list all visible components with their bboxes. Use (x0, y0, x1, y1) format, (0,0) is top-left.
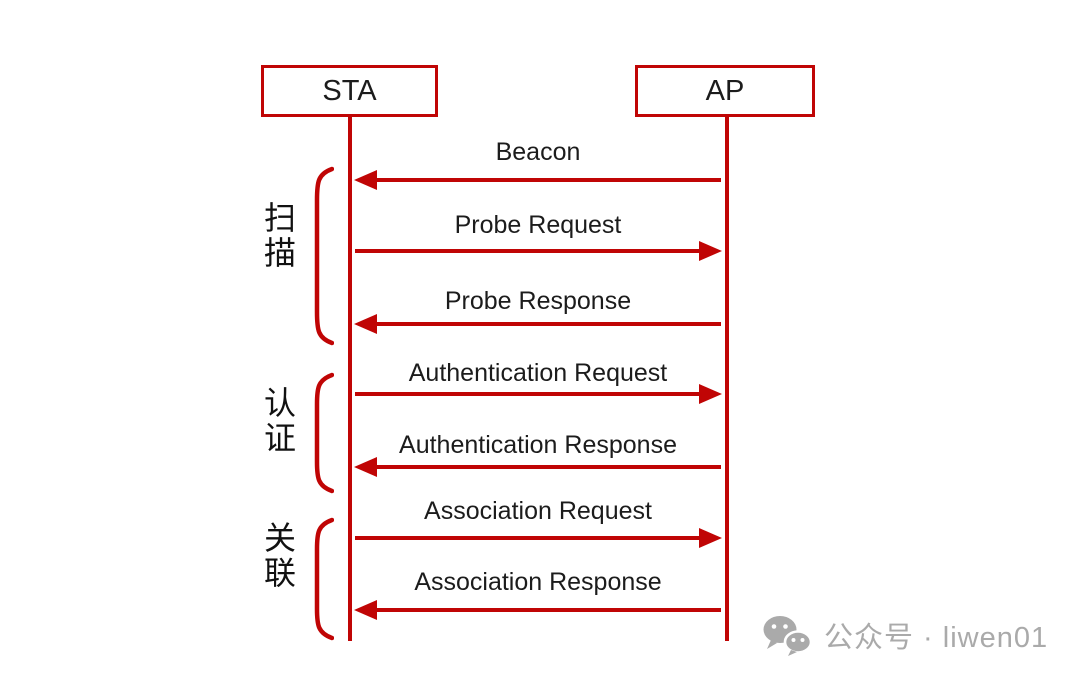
arrow-beacon (354, 170, 722, 190)
arrow-shaft (371, 322, 721, 326)
arrowhead-left-icon (354, 457, 377, 477)
message-label-probe-request: Probe Request (454, 211, 622, 239)
arrow-probe-request (354, 241, 722, 261)
actor-label-sta: STA (322, 74, 377, 107)
wechat-icon (763, 616, 813, 656)
lifeline-sta (348, 117, 352, 641)
lifeline-ap (725, 117, 729, 641)
arrow-shaft (355, 249, 705, 253)
actor-box-ap: AP (635, 65, 815, 117)
message-label-association-response: Association Response (414, 568, 662, 596)
phase-bracket-scan-icon (314, 166, 334, 346)
arrow-authentication-request (354, 384, 722, 404)
arrow-shaft (355, 536, 705, 540)
arrow-association-request (354, 528, 722, 548)
watermark: 公众号 · liwen01 (761, 614, 1048, 656)
arrowhead-left-icon (354, 600, 377, 620)
phase-label-scan: 扫描 (263, 200, 296, 272)
arrow-authentication-response (354, 457, 722, 477)
message-label-probe-response: Probe Response (444, 287, 632, 315)
arrowhead-left-icon (354, 314, 377, 334)
arrowhead-right-icon (699, 384, 722, 404)
phase-label-association: 关联 (263, 520, 296, 592)
actor-box-sta: STA (261, 65, 438, 117)
arrowhead-right-icon (699, 528, 722, 548)
arrow-shaft (371, 608, 721, 612)
message-label-authentication-request: Authentication Request (408, 359, 668, 387)
arrow-association-response (354, 600, 722, 620)
arrowhead-right-icon (699, 241, 722, 261)
phase-bracket-authentication-icon (314, 372, 334, 494)
message-label-association-request: Association Request (424, 497, 652, 525)
message-label-beacon: Beacon (495, 138, 581, 166)
arrowhead-left-icon (354, 170, 377, 190)
actor-label-ap: AP (705, 74, 745, 107)
arrow-shaft (371, 178, 721, 182)
arrow-shaft (355, 392, 705, 396)
watermark-text: 公众号 · liwen01 (824, 622, 1049, 654)
phase-label-authentication: 认证 (263, 385, 296, 457)
message-label-authentication-response: Authentication Response (399, 431, 677, 459)
arrow-shaft (371, 465, 721, 469)
arrow-probe-response (354, 314, 722, 334)
phase-bracket-association-icon (314, 517, 334, 641)
